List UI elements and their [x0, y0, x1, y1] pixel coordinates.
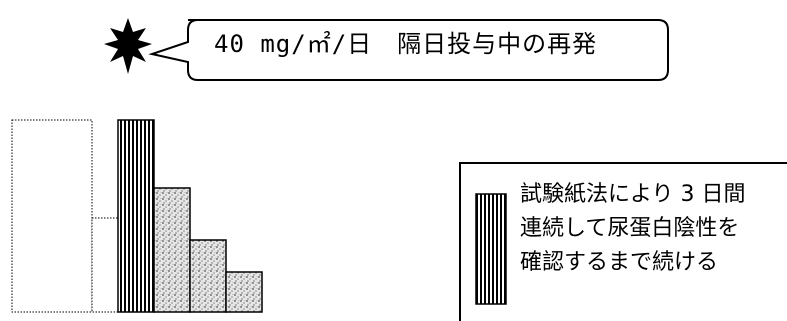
callout-bubble [148, 19, 669, 81]
previous-dose-bar-dotted [11, 119, 93, 313]
vertical-stripe-swatch [475, 193, 507, 305]
callout-text: 40 mg/㎡/日 隔日投与中の再発 [214, 30, 598, 58]
legend-line-1: 試験紙法により 3 日間 [520, 182, 746, 207]
legend-text: 試験紙法により 3 日間 連続して尿蛋白陰性を 確認するまで続ける [520, 178, 785, 280]
legend-line-2: 連続して尿蛋白陰性を [520, 216, 740, 241]
stippled-bar-2 [189, 239, 227, 313]
striped-bar [117, 119, 155, 313]
legend-box [459, 162, 787, 321]
previous-dose-step-dotted [91, 217, 119, 313]
stippled-bar-1 [153, 187, 191, 313]
stippled-bar-3 [225, 271, 263, 313]
starburst-icon [104, 18, 152, 74]
legend-line-3: 確認するまで続ける [520, 250, 719, 275]
dose-bars [11, 119, 263, 313]
